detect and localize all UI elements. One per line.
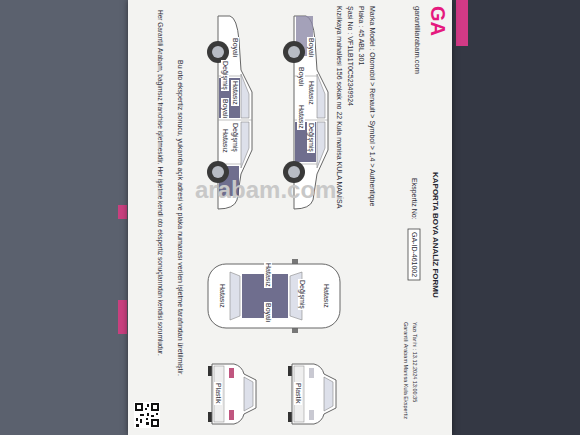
qr-code	[134, 402, 160, 428]
qr-finder	[151, 419, 159, 427]
field-label: Ekspertiz No:	[410, 178, 418, 220]
headlight	[309, 368, 314, 378]
field-value: GA-ID-461002	[410, 232, 418, 277]
condition-label: Boyalı	[297, 66, 305, 87]
rear-window	[230, 272, 240, 320]
condition-label: Hatasız	[218, 283, 226, 309]
top-view-car	[208, 259, 340, 333]
logo-text: GA	[426, 6, 450, 36]
condition-label: Plastik	[294, 382, 302, 405]
car-window	[241, 122, 249, 168]
qr-finder	[151, 403, 159, 411]
qr-finder	[153, 421, 157, 425]
rear-view-car	[208, 364, 256, 424]
qr-modules	[136, 404, 158, 427]
form-sheet: KAPORTA BOYA ANALİZ FORMU GA garantiliarab…	[128, 0, 452, 435]
timestamp: Yazı Tarihi : 13.12.2024 13:00:35	[411, 322, 418, 402]
condition-label: Hatasız	[297, 104, 305, 130]
right-surface	[452, 0, 580, 435]
car-body	[292, 364, 336, 424]
qr-ground	[134, 402, 160, 428]
wheel	[283, 41, 305, 63]
car-body	[212, 364, 256, 424]
disclaimer: Her Garantili Arabam, bağımsız franchise…	[156, 10, 164, 356]
car-window	[317, 122, 325, 168]
condition-label: Hatasız	[264, 262, 272, 288]
condition-label: Boyalı	[221, 98, 229, 119]
pink-print	[456, 0, 468, 46]
wheel-rim	[212, 46, 224, 58]
vehicle-info: Plaka : 45 ABL 301	[357, 6, 365, 65]
tail-light	[229, 368, 234, 378]
condition-label: Değişmiş	[221, 60, 229, 91]
condition-label: Hatasız	[307, 80, 315, 106]
rear-window	[244, 377, 253, 411]
branch-name: Garantili Arabam Manisa Kula Ekspertiz	[402, 322, 409, 419]
condition-label: Değişmiş	[231, 122, 239, 153]
condition-label: Hatasız	[221, 128, 229, 154]
car-body	[208, 264, 340, 328]
qr-finder	[153, 405, 157, 409]
condition-label: Hatasız	[231, 80, 239, 106]
bumper	[294, 366, 304, 422]
vehicle-info: Şasi No : VF1LB1T0C52349924	[346, 6, 354, 106]
pink-print	[118, 205, 127, 219]
vehicle-info: Marka Model : Otomobil > Renault > Symbo…	[368, 6, 376, 206]
car-window	[241, 74, 249, 118]
condition-label: Değişmiş	[307, 122, 315, 153]
windshield	[324, 377, 333, 411]
condition-label: Hatasız	[322, 283, 330, 309]
qr-finder	[137, 405, 141, 409]
wheel-rim	[288, 46, 300, 58]
door-line	[294, 76, 328, 164]
condition-label: Değişmiş	[298, 279, 306, 310]
tail-light	[229, 410, 234, 420]
bumper	[214, 366, 224, 422]
headlight	[309, 410, 314, 420]
disclaimer: Bu oto ekspertiz sonucu, yukarıda açık a…	[176, 60, 184, 376]
pink-print	[118, 300, 127, 334]
condition-label: Boyalı	[264, 302, 272, 323]
form-title: KAPORTA BOYA ANALİZ FORMU	[430, 172, 440, 298]
qr-finder	[135, 403, 143, 411]
left-surface	[0, 0, 128, 435]
website: garantiliarabam.com	[413, 6, 422, 74]
condition-label: Boyalı	[307, 37, 315, 58]
car-window	[317, 74, 325, 118]
condition-label: Plastik	[214, 382, 222, 405]
front-view-car	[288, 364, 336, 424]
number-box	[408, 229, 420, 280]
watermark: arabam.com	[195, 176, 336, 205]
condition-label: Boyalı	[231, 37, 239, 58]
